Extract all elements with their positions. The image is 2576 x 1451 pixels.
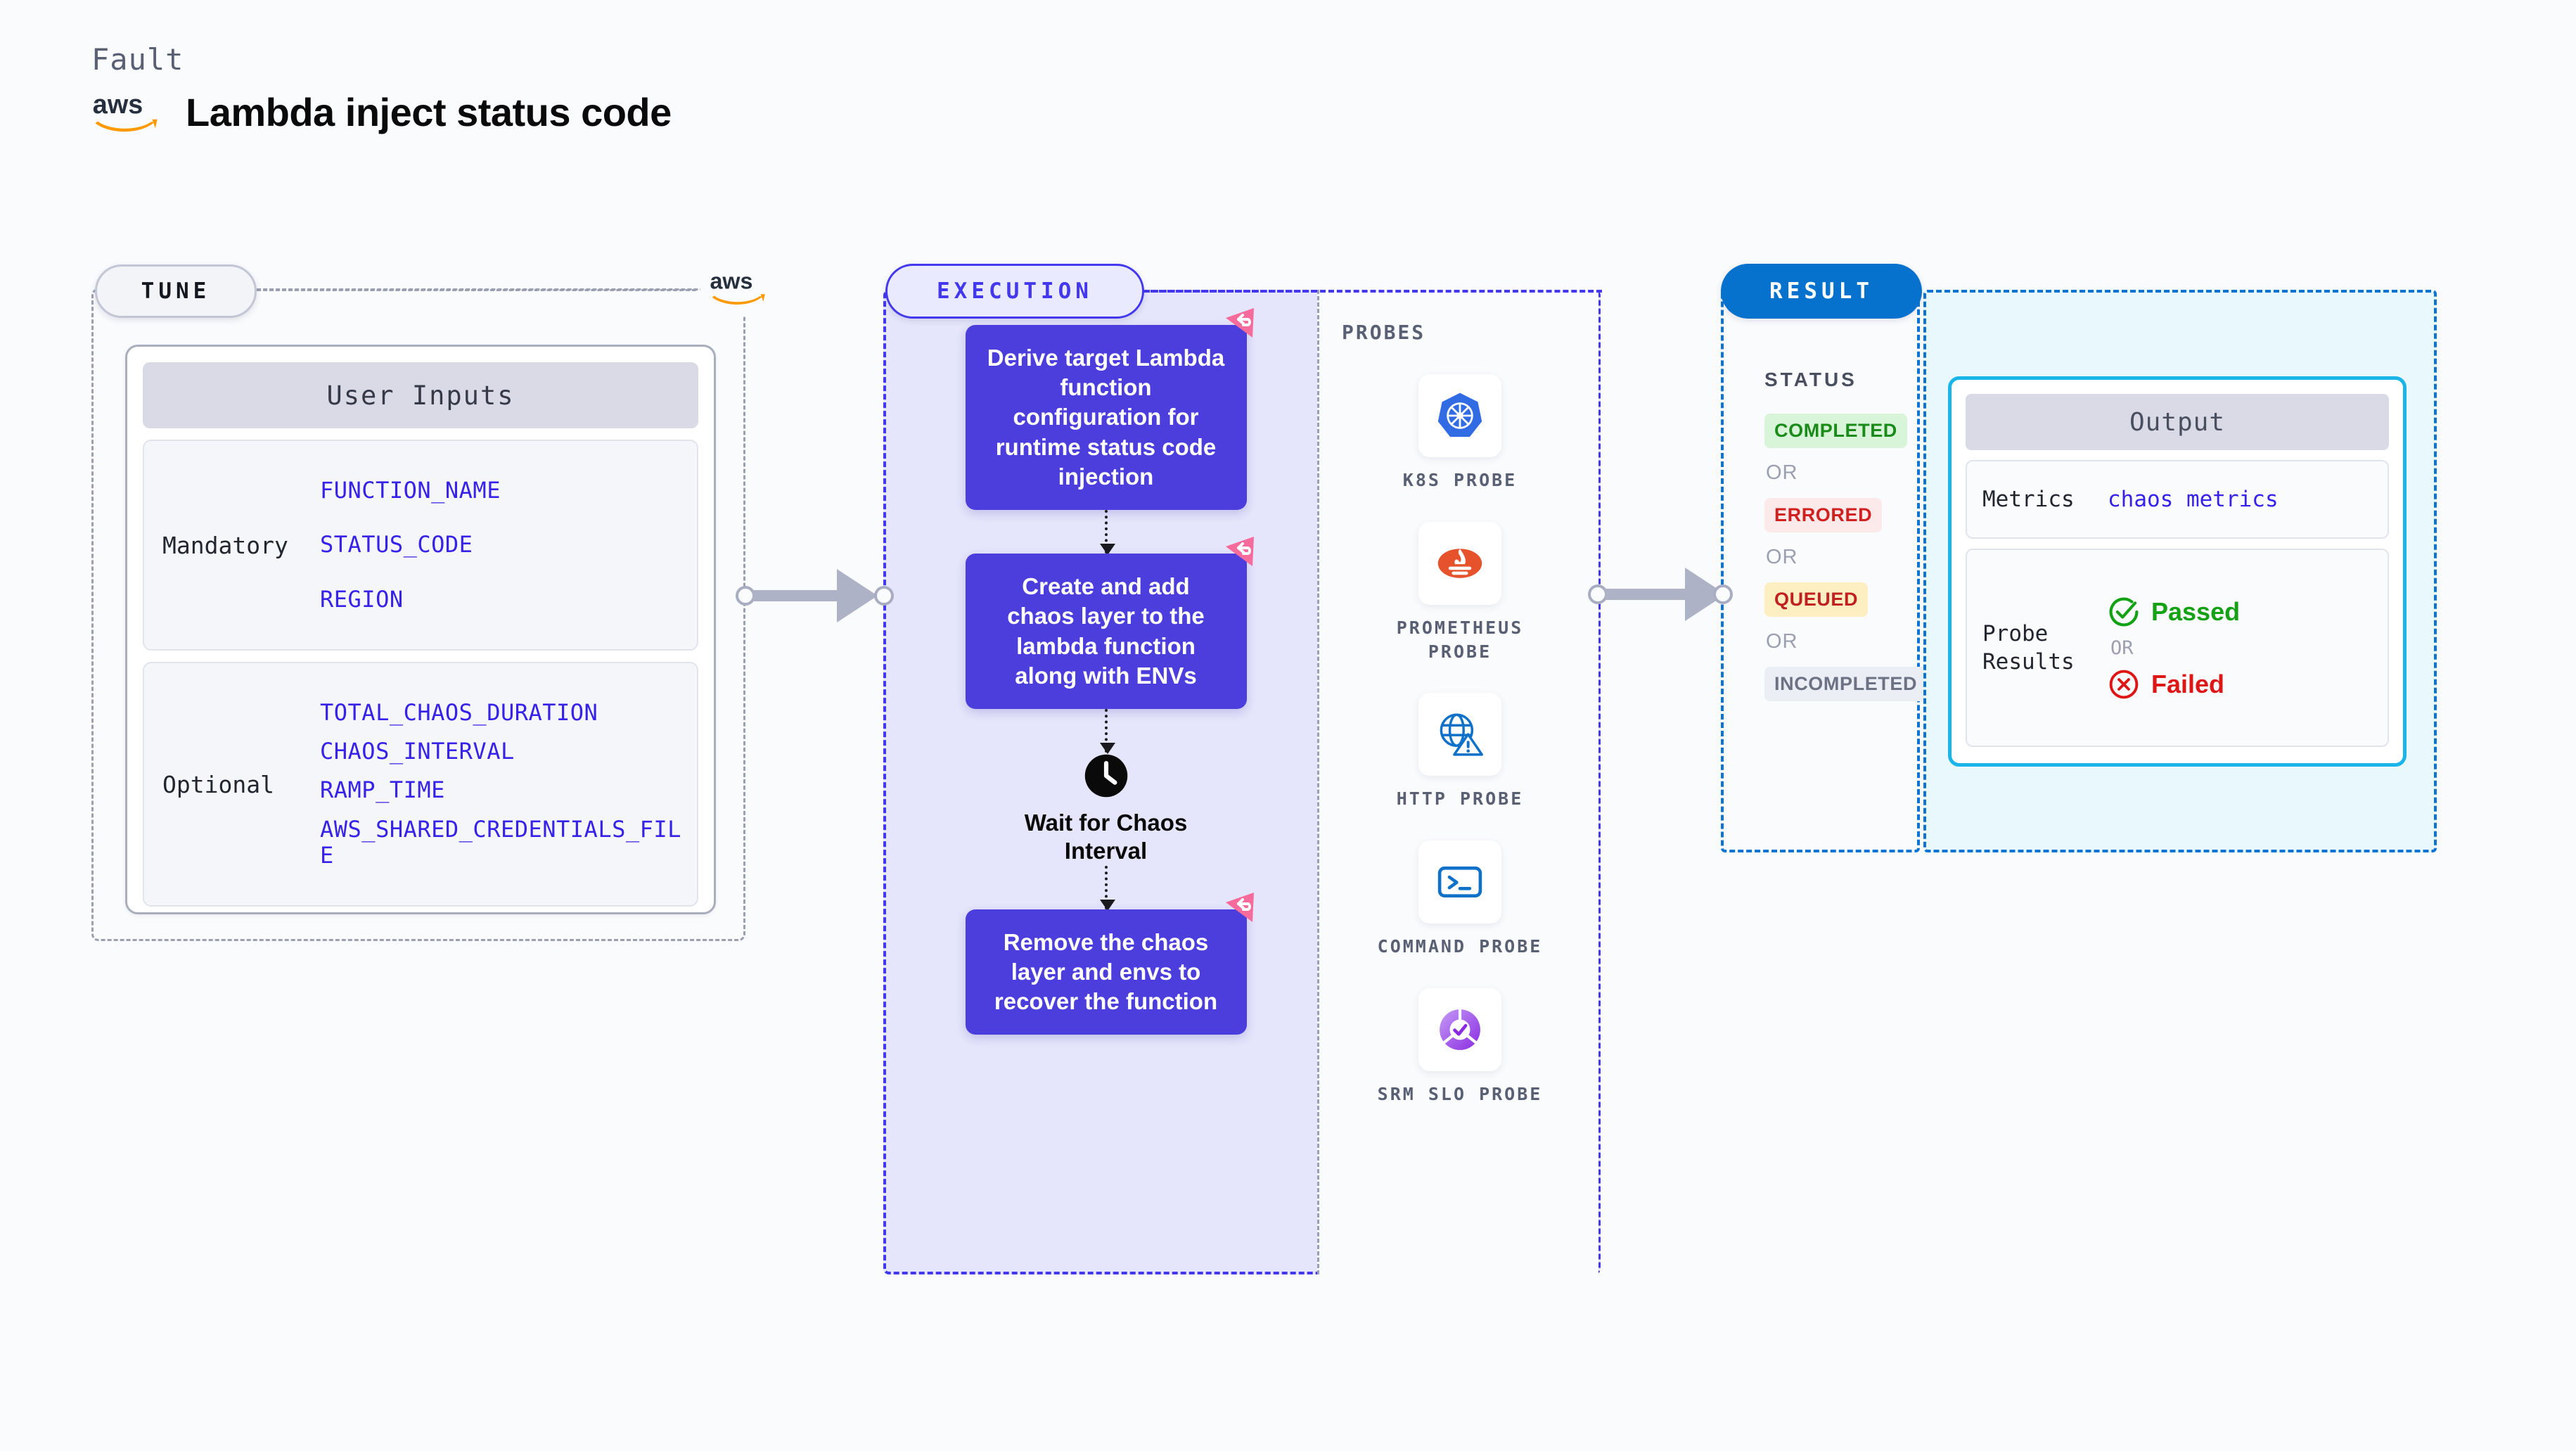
probe-label: K8S PROBE — [1402, 470, 1518, 490]
flow-arrow-down — [1099, 510, 1115, 556]
rollback-flag-icon — [1225, 308, 1254, 338]
flow-arrow-down — [1099, 865, 1115, 911]
clock-icon — [1084, 754, 1127, 798]
or-separator: OR — [2110, 637, 2134, 659]
connector-line — [1605, 589, 1707, 600]
execution-step-box[interactable]: Derive target Lambda function configurat… — [965, 308, 1254, 511]
connector-end-dot — [1713, 584, 1733, 604]
probe-item-http[interactable]: HTTP PROBE — [1369, 693, 1551, 811]
http-globe-warning-icon — [1440, 713, 1483, 756]
check-circle-icon — [2109, 597, 2139, 626]
rollback-flag-icon — [1225, 892, 1254, 922]
execution-step-box[interactable]: Create and add chaos layer to the lambda… — [965, 537, 1254, 710]
probe-label: COMMAND PROBE — [1377, 936, 1543, 957]
status-badge-completed: COMPLETED — [1764, 414, 1907, 448]
failed-label: Failed — [2151, 669, 2225, 698]
probe-item-k8s[interactable]: K8S PROBE — [1369, 374, 1551, 492]
probe-icon-box — [1418, 521, 1501, 605]
wait-node-label: Wait for Chaos Interval — [1024, 810, 1188, 864]
probe-icon-box — [1418, 987, 1501, 1071]
probe-label: HTTP PROBE — [1396, 788, 1524, 810]
or-separator: OR — [1766, 461, 1798, 484]
input-variable: AWS_SHARED_CREDENTIALS_FILE — [320, 815, 681, 869]
input-variable: REGION — [320, 585, 404, 613]
result-badge[interactable]: RESULT — [1721, 264, 1922, 319]
or-separator: OR — [1766, 630, 1798, 653]
probe-item-prometheus[interactable]: PROMETHEUS PROBE — [1369, 521, 1551, 664]
input-variable: CHAOS_INTERVAL — [320, 738, 515, 765]
connector-start-dot — [1588, 584, 1608, 604]
kubernetes-icon — [1437, 392, 1482, 437]
mandatory-label: Mandatory — [162, 531, 288, 559]
metrics-value: chaos metrics — [2108, 487, 2279, 512]
prometheus-icon — [1437, 548, 1482, 578]
optional-inputs-group: Optional TOTAL_CHAOS_DURATION CHAOS_INTE… — [143, 662, 698, 907]
status-badge-errored: ERRORED — [1764, 498, 1883, 532]
execution-top-dash — [1144, 290, 1602, 293]
execution-badge[interactable]: EXECUTION — [885, 264, 1144, 319]
flow-arrow-down — [1099, 709, 1115, 755]
aws-logo-icon: aws — [93, 90, 158, 132]
result-status-region: STATUS COMPLETED OR ERRORED OR QUEUED OR… — [1721, 290, 1928, 852]
mandatory-inputs-group: Mandatory FUNCTION_NAME STATUS_CODE REGI… — [143, 440, 698, 651]
svg-text:aws: aws — [93, 90, 143, 120]
probes-panel: PROBES K8 — [1317, 290, 1598, 1274]
terminal-icon — [1437, 867, 1482, 897]
execution-flow: Derive target Lambda function configurat… — [907, 308, 1305, 1035]
probe-result-passed: Passed — [2108, 596, 2240, 628]
probe-icon-box — [1418, 374, 1501, 457]
input-variable: RAMP_TIME — [320, 776, 445, 804]
status-caption: STATUS — [1764, 369, 1857, 390]
svg-text:aws: aws — [710, 269, 752, 294]
probe-results-label: Probe Results — [1982, 620, 2075, 675]
step-text: Remove the chaos layer and envs to recov… — [994, 928, 1218, 1015]
or-separator: OR — [1766, 546, 1798, 568]
input-variable: FUNCTION_NAME — [320, 477, 501, 504]
output-title: Output — [1966, 394, 2389, 450]
connector-start-dot — [736, 586, 755, 606]
status-stack: COMPLETED OR ERRORED OR QUEUED OR INCOMP… — [1764, 414, 1928, 701]
probe-icon-box — [1418, 840, 1501, 923]
probe-label: SRM SLO PROBE — [1377, 1083, 1543, 1104]
optional-label: Optional — [162, 770, 274, 798]
probes-title: PROBES — [1342, 321, 1426, 344]
connector-end-dot — [874, 586, 894, 606]
tune-badge[interactable]: TUNE — [95, 264, 257, 318]
input-variable: STATUS_CODE — [320, 531, 473, 558]
probe-result-failed: Failed — [2108, 668, 2240, 701]
wait-node: Wait for Chaos Interval — [1001, 753, 1212, 866]
page-header: Fault aws Lambda inject status code — [91, 42, 672, 137]
step-text: Create and add chaos layer to the lambda… — [1007, 573, 1205, 689]
probe-icon-box — [1418, 693, 1501, 776]
probe-item-srm-slo[interactable]: SRM SLO PROBE — [1369, 987, 1551, 1106]
output-probe-results-row: Probe Results Passed OR Failed — [1966, 549, 2389, 747]
srm-slo-icon — [1440, 1009, 1480, 1050]
input-variable: TOTAL_CHAOS_DURATION — [320, 699, 598, 727]
status-badge-queued: QUEUED — [1764, 582, 1869, 617]
status-badge-incompleted: INCOMPLETED — [1764, 667, 1928, 701]
connector-arrowhead — [837, 569, 878, 622]
metrics-label: Metrics — [1982, 486, 2075, 512]
step-text: Derive target Lambda function configurat… — [987, 345, 1225, 490]
connector-line — [752, 590, 859, 601]
output-metrics-row: Metrics chaos metrics — [1966, 460, 2389, 539]
tune-top-dash — [257, 289, 696, 291]
probe-item-command[interactable]: COMMAND PROBE — [1369, 840, 1551, 959]
execution-step-box[interactable]: Remove the chaos layer and envs to recov… — [965, 892, 1254, 1035]
probe-label: PROMETHEUS PROBE — [1396, 617, 1524, 662]
probe-list: K8S PROBE PROMETHEUS PROBE — [1319, 374, 1601, 1106]
aws-logo-icon: aws — [710, 269, 765, 305]
rollback-flag-icon — [1225, 537, 1254, 567]
fault-label: Fault — [91, 42, 184, 77]
passed-label: Passed — [2151, 596, 2241, 626]
user-inputs-title: User Inputs — [143, 362, 698, 428]
user-inputs-card: User Inputs Mandatory FUNCTION_NAME STAT… — [125, 345, 716, 914]
tune-aws-logo: aws — [700, 259, 781, 317]
output-card: Output Metrics chaos metrics Probe Resul… — [1948, 376, 2407, 767]
x-circle-icon — [2109, 670, 2139, 698]
page-title: Lambda inject status code — [186, 89, 672, 134]
